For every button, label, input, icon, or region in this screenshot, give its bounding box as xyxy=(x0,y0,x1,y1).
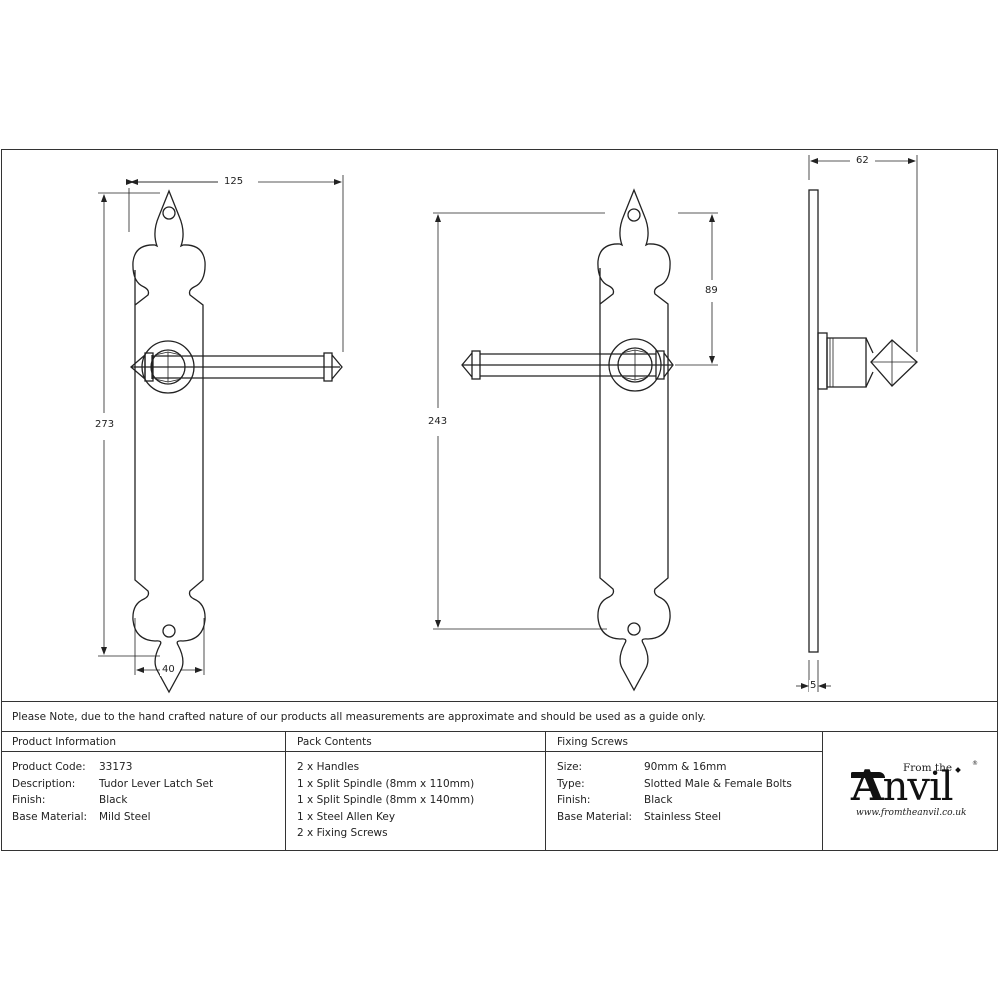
section-heading: Pack Contents xyxy=(286,732,545,752)
product-info-table: Product Information Product Code: 33173 … xyxy=(1,731,998,851)
dimension-width-label: 125 xyxy=(222,176,246,188)
product-code-row: Product Code: 33173 xyxy=(1,759,285,776)
field-label: Finish: xyxy=(12,794,46,806)
field-value: Black xyxy=(99,794,128,806)
from-the-anvil-logo: From the ® Anvil www.fromtheanvil.co.uk xyxy=(851,760,978,822)
section-heading: Fixing Screws xyxy=(546,732,822,752)
list-item: 1 x Split Spindle (8mm x 110mm) xyxy=(297,777,475,790)
pack-contents-section: Pack Contents 2 x Handles 1 x Split Spin… xyxy=(286,732,546,851)
product-information-section: Product Information Product Code: 33173 … xyxy=(1,732,286,851)
list-item: 1 x Steel Allen Key xyxy=(297,810,396,823)
base-material-row: Base Material: Stainless Steel xyxy=(546,809,822,826)
finish-row: Finish: Black xyxy=(1,792,285,809)
field-label: Product Code: xyxy=(12,761,86,773)
list-item: 2 x Fixing Screws xyxy=(297,827,388,839)
field-value: 33173 xyxy=(99,761,133,773)
front-view-lever xyxy=(130,340,343,394)
disclaimer-row: Please Note, due to the hand crafted nat… xyxy=(1,701,998,731)
field-label: Base Material: xyxy=(557,810,633,823)
anvil-icon xyxy=(851,772,885,778)
field-label: Type: xyxy=(557,777,585,790)
registered-mark: ® xyxy=(972,760,978,767)
dimension-rear-height-label: 243 xyxy=(426,416,450,428)
front-view-dimensions xyxy=(98,175,344,675)
field-value: Black xyxy=(644,794,673,806)
technical-drawing-sheet xyxy=(1,149,998,851)
side-view xyxy=(808,189,918,653)
field-label: Size: xyxy=(557,761,583,773)
website-url: www.fromtheanvil.co.uk xyxy=(856,808,967,818)
diamond-dot-icon xyxy=(955,767,961,773)
list-item: 1 x Split Spindle (8mm x 140mm) xyxy=(297,794,475,806)
field-label: Base Material: xyxy=(12,810,88,823)
type-row: Type: Slotted Male & Female Bolts xyxy=(546,776,822,793)
field-value: 90mm & 16mm xyxy=(644,761,727,773)
section-heading: Product Information xyxy=(1,732,285,752)
dimension-plate-width-label: 40 xyxy=(160,664,177,676)
dimension-height-label: 273 xyxy=(93,419,117,431)
rear-view-lever xyxy=(461,338,674,392)
dimension-lever-offset-label: 89 xyxy=(703,285,720,297)
rear-view-dimensions xyxy=(433,212,718,630)
field-label: Finish: xyxy=(557,794,591,806)
fixing-screws-section: Fixing Screws Size: 90mm & 16mm Type: Sl… xyxy=(546,732,823,851)
field-value: Stainless Steel xyxy=(644,810,722,823)
rear-view-backplate xyxy=(597,188,671,692)
brand-logo-cell: From the ® Anvil www.fromtheanvil.co.uk xyxy=(823,732,998,851)
dimension-projection-label: 62 xyxy=(854,155,871,167)
list-item: 2 x Handles xyxy=(297,761,360,773)
side-view-dimensions xyxy=(796,155,918,692)
base-material-row: Base Material: Mild Steel xyxy=(1,809,285,826)
disclaimer-text: Please Note, due to the hand crafted nat… xyxy=(12,711,706,723)
field-value: Slotted Male & Female Bolts xyxy=(644,777,792,790)
size-row: Size: 90mm & 16mm xyxy=(546,759,822,776)
technical-drawing xyxy=(98,155,918,694)
front-view-backplate xyxy=(132,189,206,694)
field-label: Description: xyxy=(12,777,76,790)
dimension-thickness-label: 5 xyxy=(809,680,818,692)
field-value: Tudor Lever Latch Set xyxy=(99,777,214,790)
description-row: Description: Tudor Lever Latch Set xyxy=(1,776,285,793)
logo-wordmark: Anvil xyxy=(851,761,954,810)
finish-row: Finish: Black xyxy=(546,792,822,809)
field-value: Mild Steel xyxy=(99,810,151,823)
logo-tagline: From the xyxy=(903,762,953,774)
